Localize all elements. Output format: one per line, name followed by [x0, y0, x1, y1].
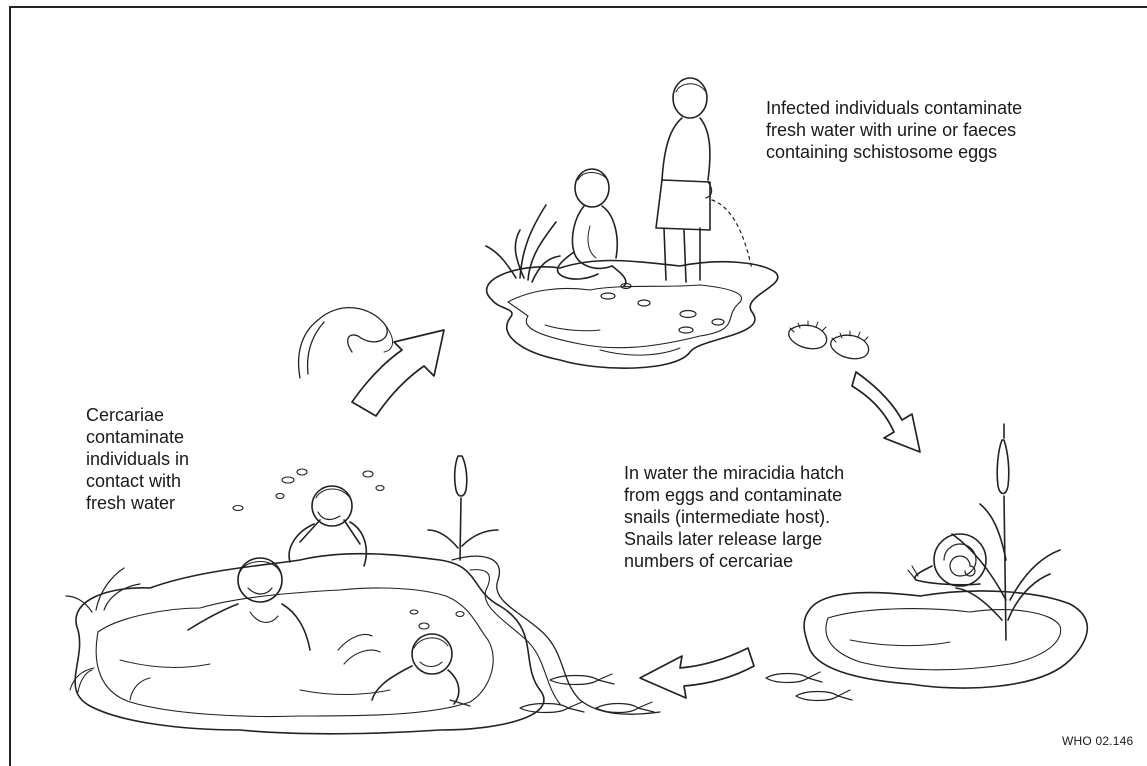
cattail-reed — [952, 424, 1060, 640]
caption-line: fresh water with urine or faeces — [766, 119, 1106, 141]
cercaria-organism — [299, 308, 393, 378]
caption-line: Infected individuals contaminate — [766, 97, 1106, 119]
caption-line: Cercariae — [86, 404, 256, 426]
figure-code: WHO 02.146 — [1062, 734, 1133, 748]
arrow-to-bathers — [640, 648, 754, 698]
miracidia-pair — [789, 321, 869, 359]
cercariae-in-stream — [520, 674, 654, 713]
smiling-child — [188, 558, 310, 650]
arrow-to-top — [352, 330, 444, 416]
caption-line: contact with — [86, 470, 256, 492]
caption-line: Snails later release large — [624, 528, 934, 550]
caption-line: contaminate — [86, 426, 256, 448]
caption-line: individuals in — [86, 448, 256, 470]
arrow-to-snail — [852, 372, 920, 452]
reed-plant-bottom — [428, 456, 498, 560]
caption-line: In water the miracidia hatch — [624, 462, 934, 484]
caption-line: containing schistosome eggs — [766, 141, 1106, 163]
eggs-in-water — [601, 284, 724, 334]
caption-infected-individuals: Infected individuals contaminate fresh w… — [766, 97, 1106, 163]
caption-line: numbers of cercariae — [624, 550, 934, 572]
top-puddle — [487, 260, 778, 368]
infected-individuals-scene — [486, 78, 778, 368]
caption-line: snails (intermediate host). — [624, 506, 934, 528]
urine-stream — [712, 200, 752, 270]
caption-cercariae: Cercariae contaminate individuals in con… — [86, 404, 256, 514]
caption-line: from eggs and contaminate — [624, 484, 934, 506]
reed-plant-top — [486, 205, 560, 282]
caption-miracidia-snails: In water the miracidia hatch from eggs a… — [624, 462, 934, 572]
cercariae-released — [766, 672, 852, 701]
caption-line: fresh water — [86, 492, 256, 514]
sitting-child — [558, 169, 626, 286]
snail-puddle — [804, 591, 1087, 688]
standing-adult — [656, 78, 752, 282]
bathing-pool — [75, 554, 544, 734]
swimming-child — [372, 634, 470, 706]
